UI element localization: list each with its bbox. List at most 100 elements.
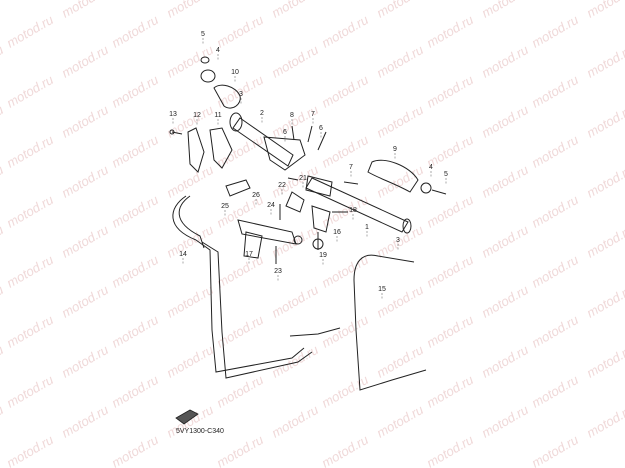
watermark-text: motod.ru — [424, 252, 476, 291]
watermark-text: motod.ru — [319, 12, 371, 51]
watermark-text: motod.ru — [529, 252, 581, 291]
watermark-text: motod.ru — [109, 72, 161, 111]
callout-number: 4 — [429, 164, 433, 171]
watermark-text: motod.ru — [59, 282, 111, 321]
watermark-text: motod.ru — [109, 432, 161, 468]
callout-number: 23 — [274, 268, 282, 275]
watermark-text: motod.ru — [0, 282, 6, 321]
fasteners — [275, 125, 359, 264]
watermark-text: motod.ru — [4, 192, 56, 231]
callout-number: 13 — [169, 111, 177, 118]
watermark-text: motod.ru — [374, 222, 426, 261]
watermark-text: motod.ru — [584, 42, 625, 81]
diagram-code: 5VY1300-C340 — [176, 428, 224, 435]
watermark-text: motod.ru — [109, 192, 161, 231]
watermark-text: motod.ru — [529, 12, 581, 51]
watermark-text: motod.ru — [164, 222, 216, 261]
watermark-text: motod.ru — [269, 42, 321, 81]
watermark-text: motod.ru — [584, 102, 625, 141]
watermark-text: motod.ru — [424, 312, 476, 351]
callout-number: 25 — [221, 203, 229, 210]
watermark-text: motod.ru — [374, 402, 426, 441]
watermark-text: motod.ru — [214, 132, 266, 171]
watermark-text: motod.ru — [109, 312, 161, 351]
watermark-text: motod.ru — [584, 342, 625, 381]
watermark-text: motod.ru — [0, 0, 6, 21]
watermark-text: motod.ru — [59, 102, 111, 141]
watermark-text: motod.ru — [374, 0, 426, 21]
callout-number: 14 — [179, 251, 187, 258]
callout-number: 7 — [311, 111, 315, 118]
front-arrow-symbol — [175, 409, 199, 425]
watermark-text: motod.ru — [109, 372, 161, 411]
watermark-text: motod.ru — [584, 162, 625, 201]
callout-number: 7 — [349, 164, 353, 171]
watermark-text: motod.ru — [374, 162, 426, 201]
watermark-text: motod.ru — [584, 402, 625, 441]
watermark-text: motod.ru — [479, 102, 531, 141]
watermark-text: motod.ru — [59, 342, 111, 381]
callout-number: 6 — [283, 129, 287, 136]
watermark-text: motod.ru — [374, 102, 426, 141]
callout-number: 3 — [396, 237, 400, 244]
watermark-text: motod.ru — [319, 372, 371, 411]
watermark-text: motod.ru — [0, 162, 6, 201]
throttle-cable-14 — [172, 195, 341, 379]
callout-number: 21 — [299, 175, 307, 182]
watermark-text: motod.ru — [59, 0, 111, 21]
watermark-text: motod.ru — [479, 342, 531, 381]
watermark-text: motod.ru — [374, 42, 426, 81]
watermark-text: motod.ru — [584, 0, 625, 21]
watermark-text: motod.ru — [319, 132, 371, 171]
watermark-text: motod.ru — [529, 132, 581, 171]
watermark-text: motod.ru — [0, 402, 6, 441]
watermark-text: motod.ru — [584, 222, 625, 261]
throttle-housing — [285, 191, 331, 250]
watermark-text: motod.ru — [269, 402, 321, 441]
watermark-text: motod.ru — [529, 432, 581, 468]
callout-number: 2 — [260, 110, 264, 117]
watermark-text: motod.ru — [0, 222, 6, 261]
switch-bracket-25 — [225, 179, 251, 197]
watermark-text: motod.ru — [319, 72, 371, 111]
watermark-text: motod.ru — [479, 402, 531, 441]
watermark-text: motod.ru — [4, 72, 56, 111]
watermark-text: motod.ru — [424, 12, 476, 51]
watermark-text: motod.ru — [374, 342, 426, 381]
watermark-text: motod.ru — [4, 372, 56, 411]
watermark-text: motod.ru — [269, 162, 321, 201]
watermark-text: motod.ru — [479, 222, 531, 261]
watermark-text: motod.ru — [214, 12, 266, 51]
watermark-text: motod.ru — [0, 42, 6, 81]
callout-number: 8 — [290, 112, 294, 119]
callout-number: 6 — [319, 125, 323, 132]
callout-number: 4 — [216, 47, 220, 54]
master-cylinder-bracket — [237, 219, 303, 259]
watermark-text: motod.ru — [59, 162, 111, 201]
watermark-text: motod.ru — [164, 342, 216, 381]
watermark-text: motod.ru — [164, 282, 216, 321]
callout-number: 17 — [245, 251, 253, 258]
watermark-text: motod.ru — [4, 432, 56, 468]
watermark-text: motod.ru — [0, 342, 6, 381]
watermark-text: motod.ru — [164, 42, 216, 81]
watermark-text: motod.ru — [4, 312, 56, 351]
watermark-text: motod.ru — [109, 252, 161, 291]
watermark-text: motod.ru — [109, 12, 161, 51]
watermark-text: motod.ru — [479, 0, 531, 21]
callout-number: 15 — [378, 286, 386, 293]
watermark-text: motod.ru — [269, 102, 321, 141]
callout-number: 16 — [333, 229, 341, 236]
watermark-text: motod.ru — [319, 432, 371, 468]
watermark-text: motod.ru — [4, 12, 56, 51]
watermark-text: motod.ru — [164, 162, 216, 201]
callout-number: 9 — [393, 146, 397, 153]
watermark-text: motod.ru — [269, 282, 321, 321]
watermark-text: motod.ru — [59, 402, 111, 441]
callout-number: 24 — [267, 202, 275, 209]
callout-number: 3 — [239, 91, 243, 98]
callout-number: 26 — [252, 192, 260, 199]
watermark-text: motod.ru — [529, 372, 581, 411]
